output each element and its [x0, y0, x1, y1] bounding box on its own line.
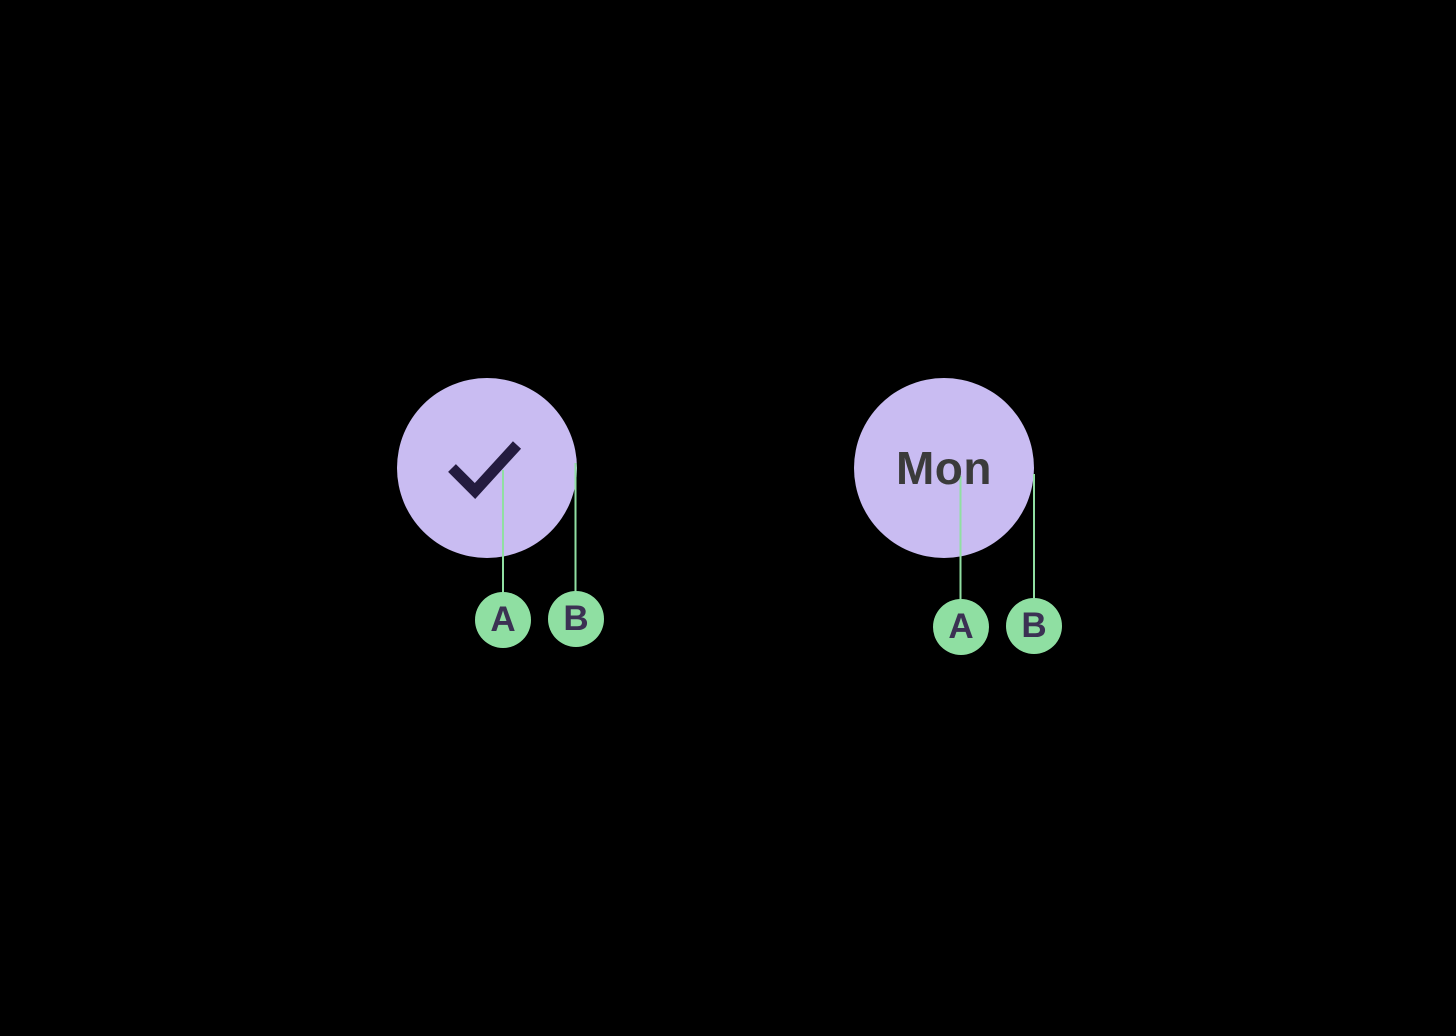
check-child-node-a[interactable]: A: [475, 592, 531, 648]
child-node-label: A: [490, 600, 516, 639]
child-node-label: B: [1021, 606, 1047, 645]
mon-child-node-b[interactable]: B: [1006, 598, 1062, 654]
mon-big-node[interactable]: [854, 378, 1034, 558]
mon-node-label-wrap: Mon: [854, 378, 1034, 558]
check-child-node-b[interactable]: B: [548, 591, 604, 647]
mon-node-label: Mon: [895, 442, 992, 494]
child-node-label: B: [563, 599, 589, 638]
child-node-label: A: [948, 607, 974, 646]
mon-child-node-a[interactable]: A: [933, 599, 989, 655]
checked-node-icon-wrap: [397, 378, 577, 558]
checkmark-icon: [448, 441, 522, 499]
checked-big-node[interactable]: [397, 378, 577, 558]
